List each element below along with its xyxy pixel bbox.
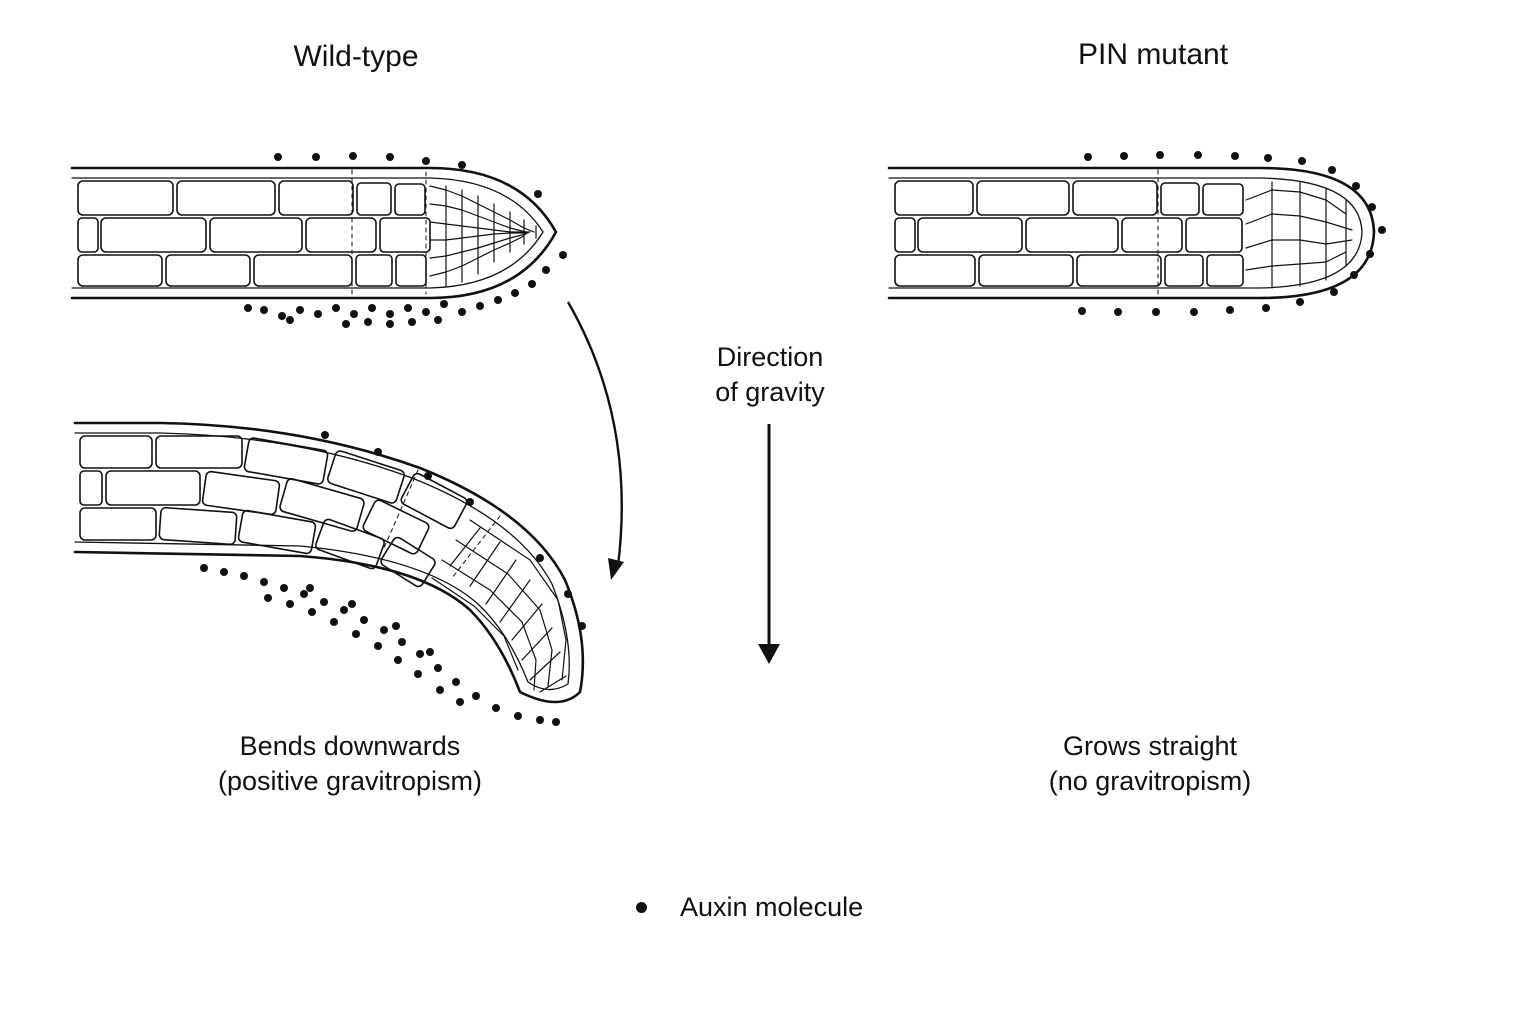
root-inner-wall xyxy=(74,432,570,691)
auxin-dots-pin-mutant xyxy=(1078,151,1386,316)
root-inner-wall xyxy=(71,177,544,289)
dashed-zone-line xyxy=(351,169,427,297)
wildtype-root-bent xyxy=(73,421,585,704)
meristem-cells xyxy=(431,519,567,693)
auxin-legend-label: Auxin molecule xyxy=(680,892,864,922)
cell-walls xyxy=(79,435,468,588)
meristem-cells xyxy=(1245,181,1353,289)
gravity-label-line2: of gravity xyxy=(715,377,825,407)
auxin-dots-wildtype-horizontal xyxy=(244,152,567,328)
wildtype-root-horizontal xyxy=(70,166,558,300)
gravity-label-line1: Direction xyxy=(716,342,824,372)
gravity-arrow xyxy=(758,424,780,664)
cell-walls xyxy=(77,180,431,287)
wildtype-caption-line2: (positive gravitropism) xyxy=(217,766,483,796)
root-outline xyxy=(70,166,558,300)
root-outline xyxy=(887,166,1376,300)
pin-mutant-root xyxy=(887,166,1376,300)
auxin-legend-dot-icon xyxy=(636,902,647,913)
meristem-cells xyxy=(429,185,537,287)
pin-mutant-caption-line1: Grows straight xyxy=(1062,731,1238,761)
auxin-dots-wildtype-bent xyxy=(200,431,586,726)
dashed-zone-line xyxy=(383,469,501,579)
pin-mutant-title: PIN mutant xyxy=(1077,38,1229,71)
pin-mutant-caption: Grows straight (no gravitropism) xyxy=(1010,729,1290,799)
wildtype-caption-line1: Bends downwards xyxy=(239,731,461,761)
gravity-label: Direction of gravity xyxy=(680,340,860,410)
root-outline xyxy=(73,421,585,704)
root-inner-wall xyxy=(888,177,1363,289)
pin-mutant-caption-line2: (no gravitropism) xyxy=(1048,766,1252,796)
cell-walls xyxy=(894,180,1244,287)
wildtype-caption: Bends downwards (positive gravitropism) xyxy=(180,729,520,799)
bending-arrow xyxy=(566,301,624,580)
wildtype-title: Wild-type xyxy=(293,40,419,73)
